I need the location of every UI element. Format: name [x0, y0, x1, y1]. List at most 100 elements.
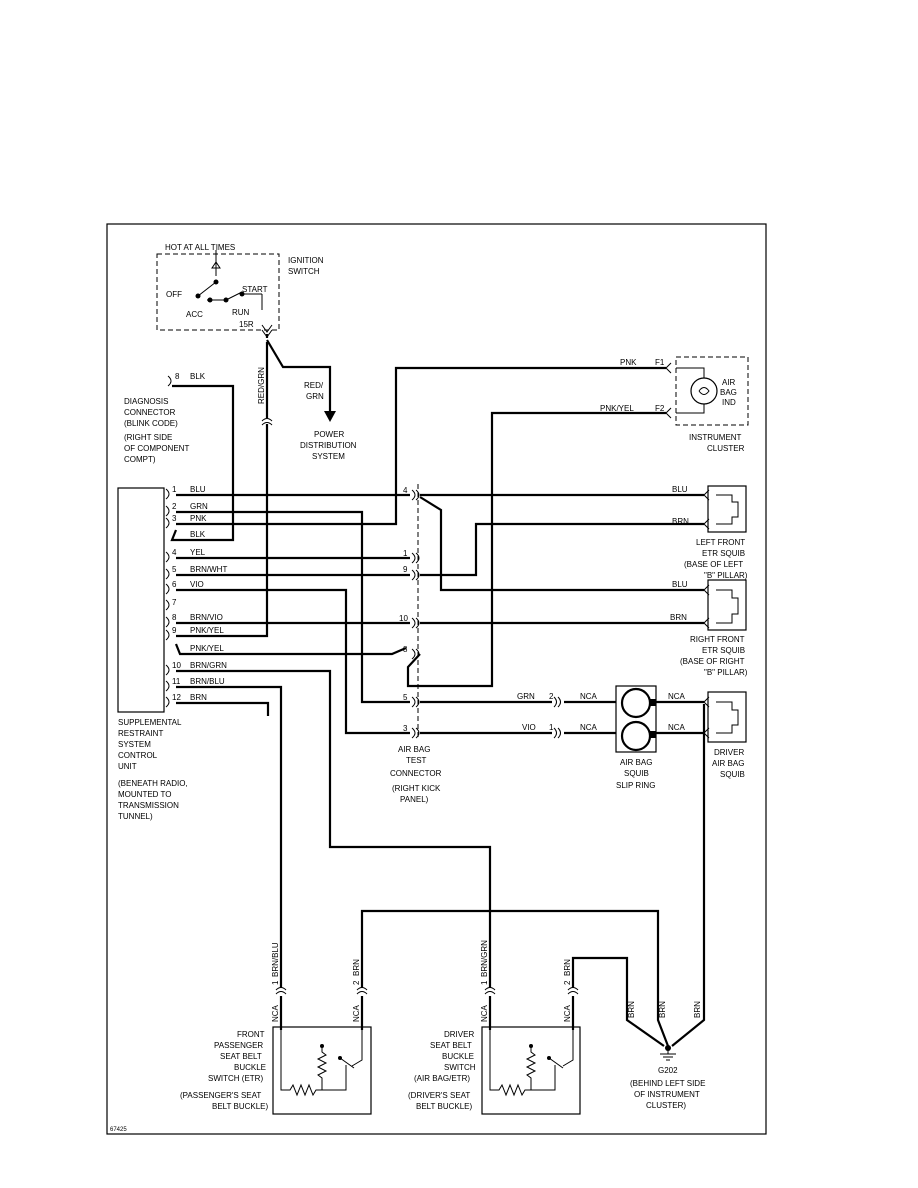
diagnosis-title-5: OF COMPONENT [124, 444, 189, 453]
instrument-cluster: PNK F1 PNK/YEL F2 AIR BAG IND INSTRUMENT… [600, 356, 749, 453]
ground-title-1: (BEHIND LEFT SIDE [630, 1079, 705, 1088]
airbag-indicator-lamp [690, 377, 718, 405]
test-title-5: PANEL) [400, 795, 429, 804]
diagram-frame [106, 223, 767, 1135]
test-connector-pins: 4 1 9 10 8 5 3 [399, 486, 420, 739]
slip-title-1: AIR BAG [620, 758, 652, 767]
indicator-label-2: BAG [720, 388, 737, 397]
wire-red-grn-power [266, 339, 332, 411]
wire-slip-out [656, 700, 704, 735]
ignition-title-2: SWITCH [288, 267, 320, 276]
drv-title-5: (AIR BAG/ETR) [414, 1074, 470, 1083]
srs-pin-11: 11 [172, 677, 181, 686]
rf-title-2: ETR SQUIB [702, 646, 745, 655]
srs-wire-8: BRN/VIO [190, 613, 223, 622]
ignition-terminal-label: 15R [239, 320, 254, 329]
cluster-box [675, 356, 749, 426]
srs-pin-8: 8 [172, 613, 177, 622]
driver-squib-title-2: AIR BAG [712, 759, 744, 768]
wire-pin2-grn [176, 510, 410, 704]
slip-ring-box [615, 685, 657, 753]
test-pin-9: 9 [403, 565, 408, 574]
drv-title-3: BUCKLE [442, 1052, 474, 1061]
power-wire-label-2: GRN [306, 392, 324, 401]
srs-title-5: UNIT [118, 762, 137, 771]
driver-air-bag-squib: DRIVER AIR BAG SQUIB [703, 691, 747, 779]
srs-wire-6: VIO [190, 580, 204, 589]
wire-pin11-brnblu [176, 685, 283, 988]
wire-pin12-brn [176, 701, 270, 716]
wire-pin10-brngrn [176, 669, 492, 988]
lf-title-4: "B" PILLAR) [704, 571, 748, 580]
power-title-1: POWER [314, 430, 344, 439]
srs-title-1: SUPPLEMENTAL [118, 718, 182, 727]
diagnosis-title-4: (RIGHT SIDE [124, 433, 172, 442]
indicator-label-3: IND [722, 398, 736, 407]
lf-wire-blu: BLU [672, 485, 688, 494]
srs-title-3: SYSTEM [118, 740, 151, 749]
srs-unit-box [117, 487, 165, 713]
test-title-2: TEST [406, 756, 427, 765]
srs-pin-4: 4 [172, 548, 177, 557]
wire-rf-blu [419, 496, 704, 592]
lf-title-1: LEFT FRONT [696, 538, 745, 547]
rf-title-1: RIGHT FRONT [690, 635, 745, 644]
slip-ring-coil-upper [620, 687, 652, 719]
power-title-3: SYSTEM [312, 452, 345, 461]
power-wire-label-1: RED/ [304, 381, 324, 390]
srs-note-1: (BENEATH RADIO, [118, 779, 188, 788]
rf-squib-box [707, 579, 747, 631]
lf-title-3: (BASE OF LEFT [684, 560, 743, 569]
indicator-label-1: AIR [722, 378, 736, 387]
lf-squib-box [707, 485, 747, 533]
diagnosis-connector: 8 BLK DIAGNOSIS CONNECTOR (BLINK CODE) (… [124, 372, 206, 464]
ignition-switch-box [156, 253, 280, 331]
drv-title-6: (DRIVER'S SEAT [408, 1091, 470, 1100]
drv-pin-2: 2 [563, 980, 572, 985]
right-front-etr-squib: BLU BRN RIGHT FRONT ETR SQUIB (BASE OF R… [670, 579, 748, 677]
srs-note-2: MOUNTED TO [118, 790, 171, 799]
rf-wire-blu: BLU [672, 580, 688, 589]
srs-wire-2: GRN [190, 502, 208, 511]
pas-title-3: SEAT BELT [220, 1052, 262, 1061]
pas-title-6: (PASSENGER'S SEAT [180, 1091, 261, 1100]
ground-g202: BRN BRN BRN G202 (BEHIND LEFT SIDE OF IN… [627, 1001, 705, 1110]
pas-wire-label-1: BRN/BLU [271, 942, 280, 977]
pas-title-1: FRONT [237, 1030, 265, 1039]
slip-title-3: SLIP RING [616, 781, 655, 790]
srs-pin-5: 5 [172, 565, 177, 574]
slip-nca-vio: NCA [580, 723, 598, 732]
wire-pnk-yel-cluster [406, 411, 666, 688]
drv-wire-label-1: BRN/GRN [480, 940, 489, 977]
slip-wire-vio: VIO [522, 723, 536, 732]
wire-pnk-yel [174, 643, 407, 656]
diagnosis-title-2: CONNECTOR [124, 408, 176, 417]
left-front-etr-squib: BLU BRN LEFT FRONT ETR SQUIB (BASE OF LE… [672, 485, 748, 580]
slip-nca-grn: NCA [580, 692, 598, 701]
test-title-1: AIR BAG [398, 745, 430, 754]
srs-pin-9: 9 [172, 626, 177, 635]
srs-wire-blk: BLK [190, 530, 206, 539]
test-pin-8: 8 [403, 645, 408, 654]
srs-title-2: RESTRAINT [118, 729, 163, 738]
pas-pin-2: 2 [352, 980, 361, 985]
wire-lf-brn [420, 522, 704, 577]
figure-id: 67425 [110, 1127, 127, 1133]
pas-title-7: BELT BUCKLE) [212, 1102, 269, 1111]
wires [170, 334, 706, 1047]
ignition-off-label: OFF [166, 290, 182, 299]
driver-squib-title-3: SQUIB [720, 770, 745, 779]
srs-title-4: CONTROL [118, 751, 158, 760]
cluster-pin-f2: F2 [655, 404, 665, 413]
diagnosis-title-1: DIAGNOSIS [124, 397, 168, 406]
drv-buckle-box [481, 1026, 581, 1115]
gnd-wire-2: BRN [658, 1001, 667, 1018]
lf-title-2: ETR SQUIB [702, 549, 745, 558]
drv-pin-1: 1 [480, 980, 489, 985]
test-pin-10: 10 [399, 614, 408, 623]
ground-id: G202 [658, 1066, 678, 1075]
wire-pin3-pnk [176, 366, 666, 526]
srs-pin-12: 12 [172, 693, 181, 702]
